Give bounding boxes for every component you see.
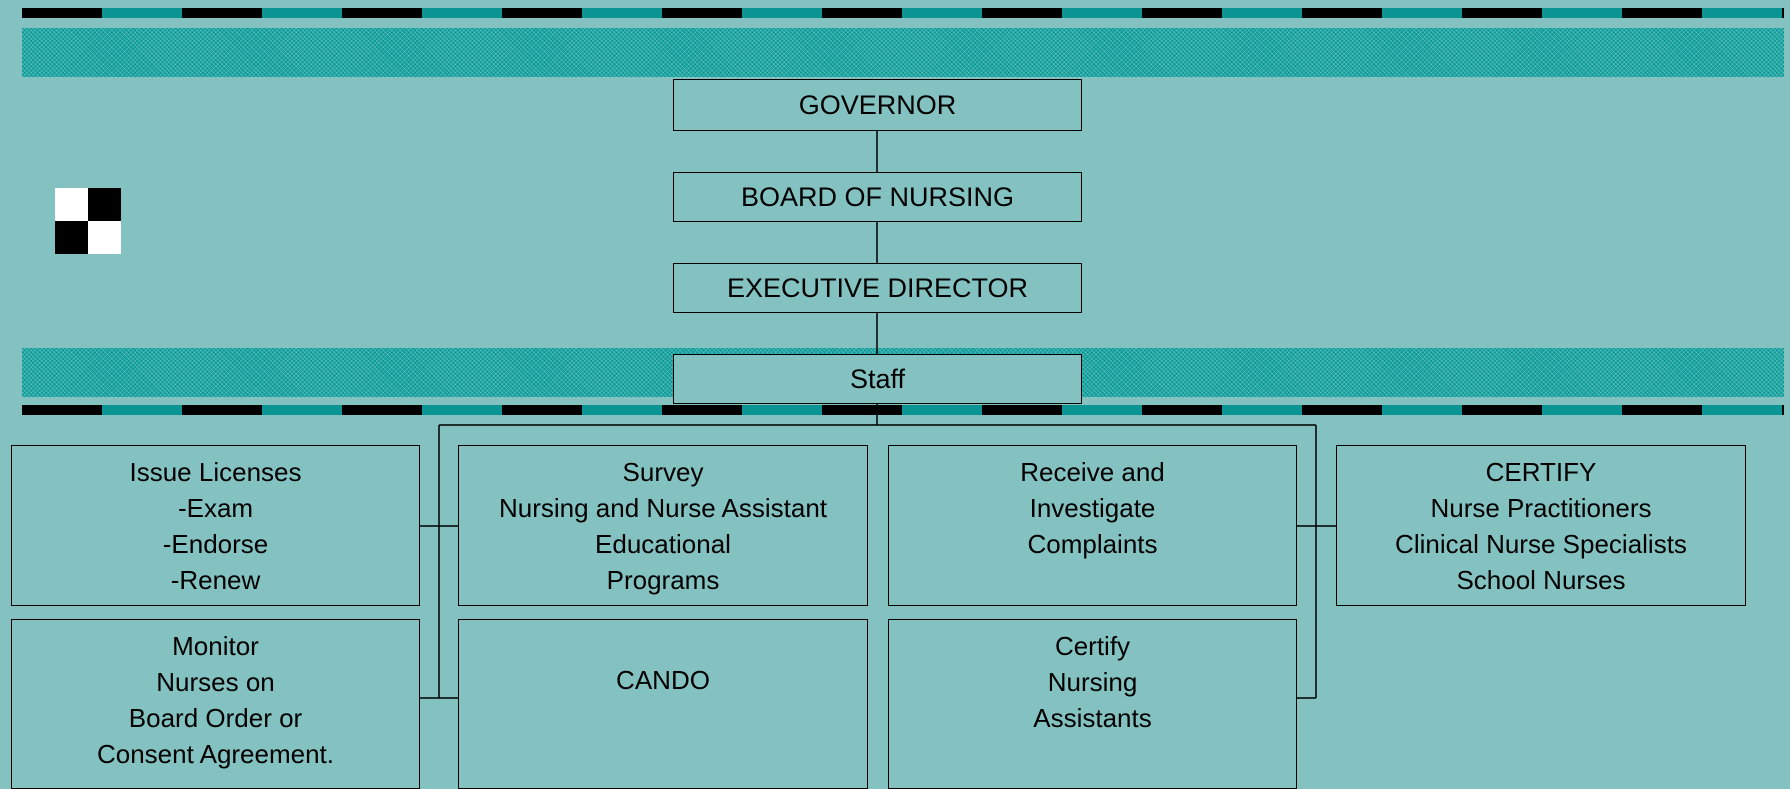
board-of-nursing-box: BOARD OF NURSING [673,172,1082,222]
monitor-line: Monitor [172,631,259,661]
monitor-nurses-box: Monitor Nurses on Board Order or Consent… [11,619,420,789]
certify-specialists-box: CERTIFY Nurse Practitioners Clinical Nur… [1336,445,1746,606]
executive-director-box: EXECUTIVE DIRECTOR [673,263,1082,313]
top-dash-bar [22,8,1784,18]
monitor-line: Consent Agreement. [96,739,335,769]
staff-label: Staff [849,364,906,394]
top-band [22,28,1784,77]
certify-assistants-line: Certify [1054,631,1131,661]
cando-box: CANDO [458,619,868,789]
certify-item: Nurse Practitioners [1430,493,1652,523]
certify-assistants-line: Nursing [1047,667,1138,697]
certify-title: CERTIFY [1485,457,1597,487]
governor-label: GOVERNOR [798,90,957,120]
issue-licenses-item: -Renew [170,565,261,595]
complaints-line: Investigate [1029,493,1156,523]
issue-licenses-box: Issue Licenses -Exam -Endorse -Renew [11,445,420,606]
governor-box: GOVERNOR [673,79,1082,131]
executive-director-label: EXECUTIVE DIRECTOR [726,273,1029,303]
certify-item: School Nurses [1456,565,1626,595]
certify-assistants-box: Certify Nursing Assistants [888,619,1297,789]
cando-label: CANDO [616,665,710,695]
survey-programs-box: Survey Nursing and Nurse Assistant Educa… [458,445,868,606]
certify-assistants-line: Assistants [1033,703,1152,733]
checkerboard-logo [55,188,121,254]
middle-dash-bar [22,405,1784,415]
staff-box: Staff [673,354,1082,404]
complaints-line: Receive and [1020,457,1165,487]
certify-item: Clinical Nurse Specialists [1395,529,1687,559]
board-of-nursing-label: BOARD OF NURSING [740,182,1015,212]
monitor-line: Board Order or [128,703,303,733]
survey-line: Educational [595,529,731,559]
survey-line: Nursing and Nurse Assistant [498,493,828,523]
issue-licenses-item: -Exam [177,493,254,523]
survey-title: Survey [622,457,704,487]
monitor-line: Nurses on [156,667,275,697]
complaints-box: Receive and Investigate Complaints [888,445,1297,606]
survey-line: Programs [606,565,720,595]
complaints-line: Complaints [1027,529,1158,559]
issue-licenses-title: Issue Licenses [129,457,302,487]
issue-licenses-item: -Endorse [162,529,269,559]
